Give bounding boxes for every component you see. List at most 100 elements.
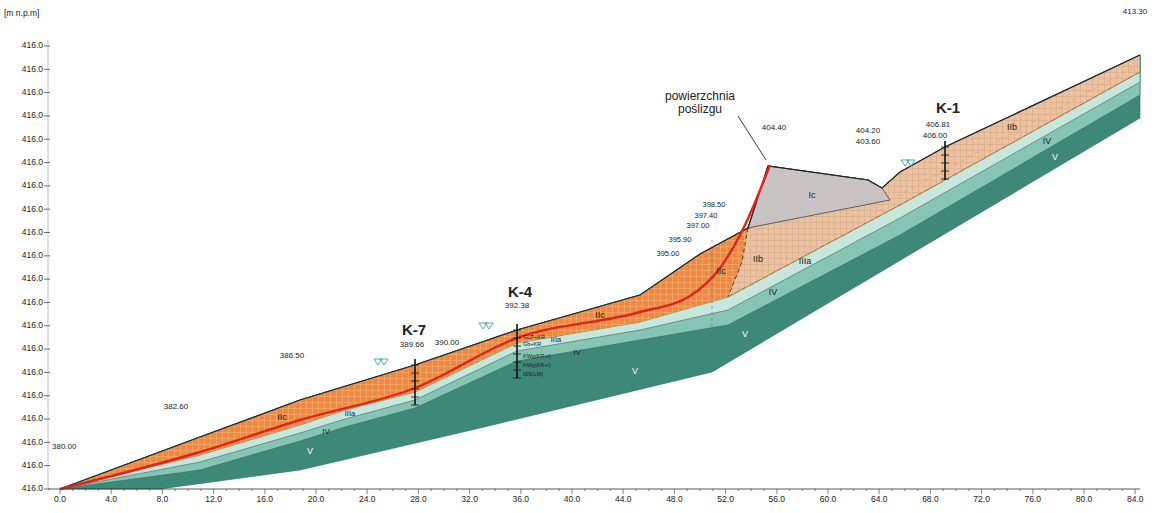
elevation-label: 395.00 [657,250,680,258]
axis-label: 8.0 [156,495,168,504]
layer-label: Ic [808,191,815,201]
axis-label: 416.0 [22,274,43,283]
layer-label: V [1052,153,1058,163]
layer-label: IV [322,428,330,437]
axis-label: 56.0 [769,495,786,504]
dashed-boundary [890,64,1140,200]
elevation-label: 392.38 [505,302,529,311]
axis-label: 416.0 [22,41,43,50]
axes [44,40,1140,494]
axis-label: 416.0 [22,414,43,423]
layer-label: V [632,367,638,377]
axis-label: 416.0 [22,181,43,190]
axis-label: 64.0 [871,495,888,504]
elevation-label: 403.60 [856,138,880,147]
axis-label: 80.0 [1076,495,1093,504]
elevation-label: 413.30 [1123,8,1147,17]
elevation-label: 397.40 [695,212,718,220]
axis-unit: [m n.p.m] [4,9,39,18]
axis-label: 48.0 [666,495,683,504]
axis-label: 84.0 [1127,495,1144,504]
elevation-label: 382.60 [164,403,188,412]
axis-label: 16.0 [257,495,274,504]
axis-label: 416.0 [22,484,43,493]
layer-iv [60,55,1140,489]
layer-label: IV [769,288,778,298]
layer-label: IIb [753,255,763,265]
axis-label: 416.0 [22,88,43,97]
axis-label: 416.0 [22,205,43,214]
axis-label: 76.0 [1025,495,1042,504]
axis-label: 52.0 [717,495,734,504]
borehole [513,324,521,378]
axis-label: 416.0 [22,368,43,377]
elevation-label: 395.90 [669,236,692,244]
axis-label: 40.0 [564,495,581,504]
axis-label: 12.0 [205,495,222,504]
axis-label: 416.0 [22,391,43,400]
axis-label: 68.0 [922,495,939,504]
water-table-symbol [479,323,493,329]
borehole-note: KWg(KR+I) [523,362,551,368]
axis-label: 416.0 [22,65,43,74]
layer-label: IIb [1007,123,1017,133]
axis-label: 416.0 [22,344,43,353]
elevation-label: 404.20 [856,127,880,136]
layer-iiia [60,55,1140,489]
layer-iic [60,228,748,489]
axis-label: 44.0 [615,495,632,504]
axis-label: 416.0 [22,438,43,447]
layer-label: IIIa [799,257,812,267]
borehole [941,141,949,180]
elevation-label: 398.50 [703,201,726,209]
leader-line [738,116,766,160]
layer-label: IIIa [551,336,561,344]
axis-label: 0.0 [54,495,66,504]
layer-label: IIc [716,267,726,277]
axis-label: 36.0 [513,495,530,504]
layer-v [60,55,1140,489]
borehole-label: K-4 [508,284,532,301]
axis-label: 4.0 [105,495,117,504]
elevation-label: 406.81 [926,121,950,130]
elevation-label: 386.50 [280,352,304,361]
elevation-label: 397.00 [687,222,710,230]
elevation-label: 390.00 [435,339,459,348]
axis-label: 60.0 [820,495,837,504]
axis-label: 416.0 [22,298,43,307]
borehole-note: GLP+KR [523,334,545,340]
layer-label: IV [573,349,581,358]
elevation-label: 380.00 [52,443,76,452]
layer-label: IIc [595,311,605,321]
axis-label: 32.0 [461,495,478,504]
borehole-note: ISS(LM) [523,371,543,377]
layer-label: V [307,447,313,457]
ground-surface [60,55,1140,489]
layer-iib [60,55,1140,489]
slip-surface [60,165,770,489]
borehole-note: Gb+KR [523,341,541,347]
axis-label: 416.0 [22,321,43,330]
borehole-label: K-7 [402,322,426,339]
water-table-symbol [901,160,915,166]
water-table-symbol [374,359,388,365]
axis-label: 416.0 [22,461,43,470]
layer-label: IIc [277,413,287,423]
axis-label: 28.0 [410,495,427,504]
axis-label: 416.0 [22,158,43,167]
axis-label: 416.0 [22,135,43,144]
section-divider [712,240,713,372]
elevation-label: 406.00 [923,132,947,141]
layer-ic [748,166,890,228]
axis-label: 416.0 [22,228,43,237]
elevation-label: 389.66 [400,341,424,350]
borehole [411,359,419,405]
axis-label: 416.0 [22,111,43,120]
callout-label: powierzchnia poślizgu [656,90,744,116]
axis-label: 72.0 [973,495,990,504]
borehole-label: K-1 [936,100,960,117]
elevation-label: 404.40 [762,124,786,133]
